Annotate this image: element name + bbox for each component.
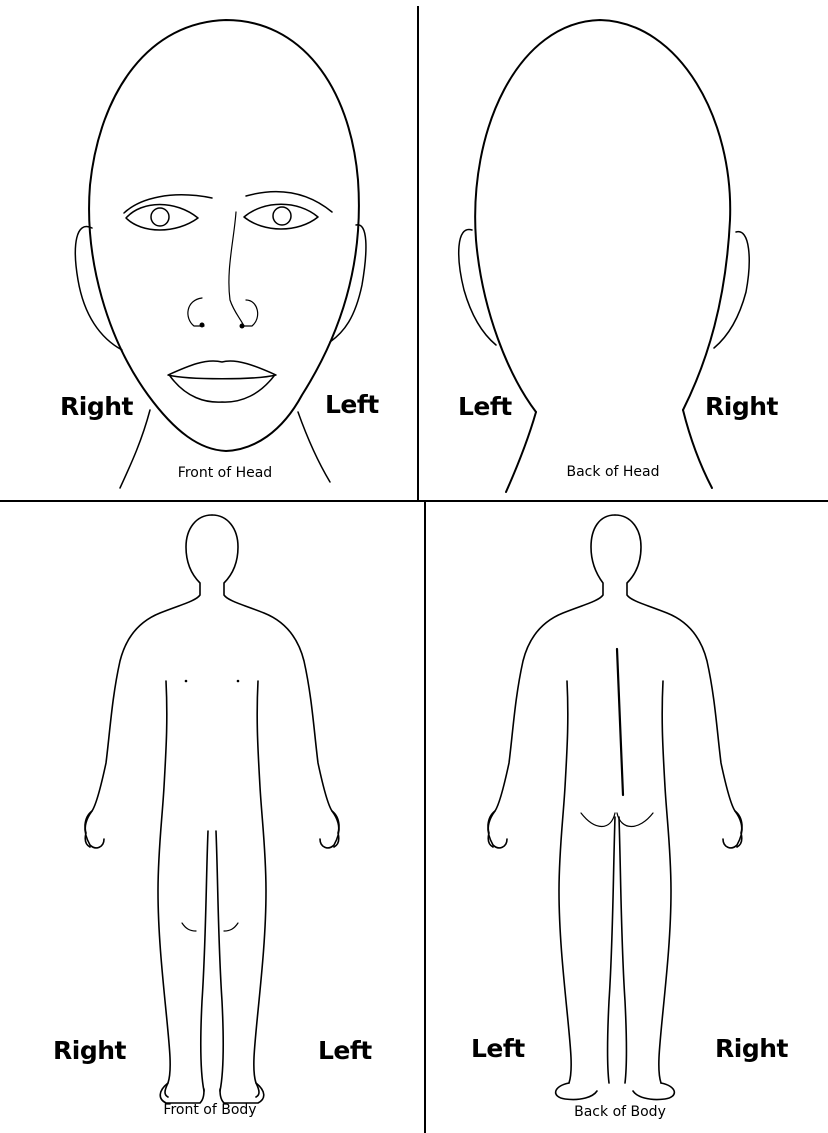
back-body-head-left — [488, 515, 615, 847]
back-head-right-label: Right — [705, 392, 778, 421]
back-left-foot — [556, 1083, 597, 1100]
back-head-caption: Back of Head — [548, 464, 678, 480]
front-neck-left — [298, 412, 330, 482]
back-right-foot — [633, 1083, 674, 1100]
front-left-hand — [320, 811, 339, 848]
back-left-hand — [488, 811, 507, 848]
right-nostril — [188, 298, 204, 326]
front-body-head — [85, 515, 212, 847]
front-body-caption: Front of Body — [145, 1102, 275, 1118]
left-nostril — [244, 300, 258, 326]
front-body-left-label: Left — [318, 1036, 372, 1065]
back-right-ear — [714, 232, 749, 348]
right-eyebrow — [124, 195, 212, 213]
back-body-right-label: Right — [715, 1034, 788, 1063]
upper-lip — [168, 361, 276, 379]
lower-lip — [170, 376, 274, 402]
back-body-caption: Back of Body — [555, 1104, 685, 1120]
back-neck-right — [683, 410, 712, 488]
front-of-body-panel: Right Left Front of Body — [0, 501, 425, 1133]
left-iris — [273, 207, 291, 225]
front-head-outline — [89, 20, 359, 451]
back-right-hand — [723, 811, 742, 848]
front-neck-right — [120, 410, 150, 488]
front-head-caption: Front of Head — [160, 465, 290, 481]
back-neck-left — [506, 412, 536, 492]
spine — [617, 649, 623, 795]
front-head-right-label: Right — [60, 392, 133, 421]
back-head-outline — [475, 20, 730, 412]
back-head-drawing — [418, 0, 828, 501]
front-left-ear — [330, 225, 366, 342]
back-of-head-panel: Left Right Back of Head — [418, 0, 828, 501]
front-right-hand — [85, 811, 104, 848]
front-head-left-label: Left — [325, 390, 379, 419]
front-head-drawing — [0, 0, 418, 501]
back-body-head-right — [615, 515, 742, 847]
front-of-head-panel: Right Left Front of Head — [0, 0, 418, 501]
back-head-left-label: Left — [458, 392, 512, 421]
front-body-head-right — [212, 515, 339, 847]
left-eyebrow — [246, 192, 332, 212]
nose-bridge — [229, 212, 244, 326]
front-body-right-label: Right — [53, 1036, 126, 1065]
right-iris — [151, 208, 169, 226]
back-body-left-label: Left — [471, 1034, 525, 1063]
back-of-body-panel: Left Right Back of Body — [425, 501, 828, 1133]
